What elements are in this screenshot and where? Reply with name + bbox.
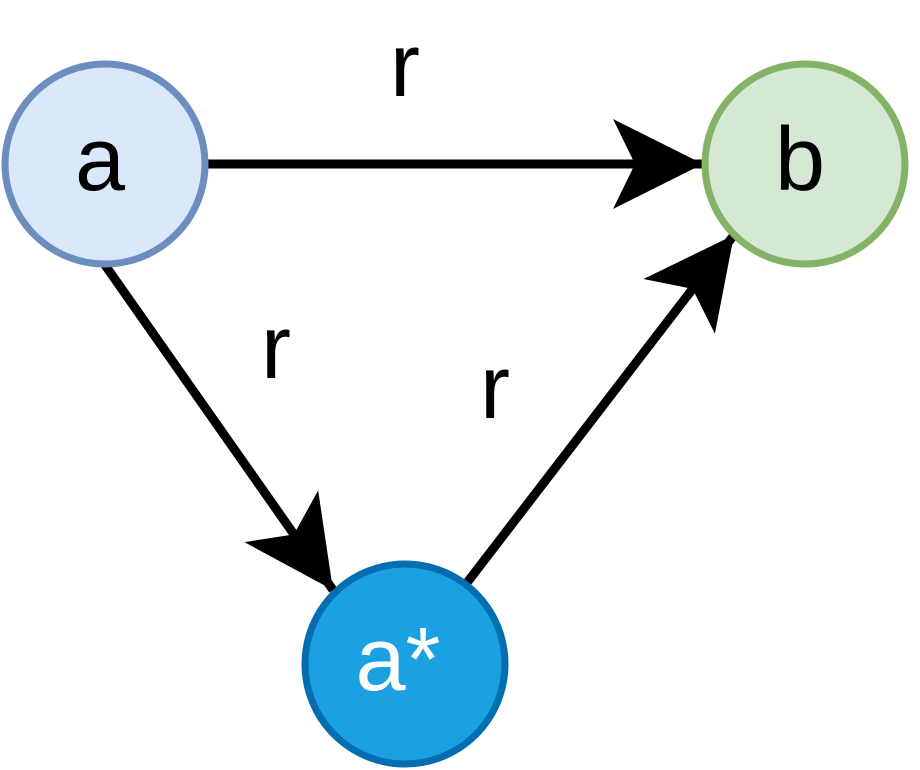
node-b-circle — [701, 60, 909, 268]
edge-a-star-to-b — [462, 232, 738, 587]
edge-a-to-a-star — [101, 262, 337, 593]
node-a-label: a — [75, 110, 126, 210]
node-a-star: a* — [301, 560, 509, 768]
edges — [101, 119, 738, 593]
node-a-circle — [1, 60, 209, 268]
node-a-star-label: a* — [355, 610, 440, 710]
node-b-label: b — [775, 110, 825, 210]
edge-label-a-to-b: r — [390, 16, 420, 116]
node-b: b — [701, 60, 909, 268]
node-a: a — [1, 60, 209, 268]
edge-label-a-to-a-star: r — [261, 298, 291, 398]
node-a-star-circle — [301, 560, 509, 768]
edge-label-a-star-to-b: r — [480, 338, 510, 438]
